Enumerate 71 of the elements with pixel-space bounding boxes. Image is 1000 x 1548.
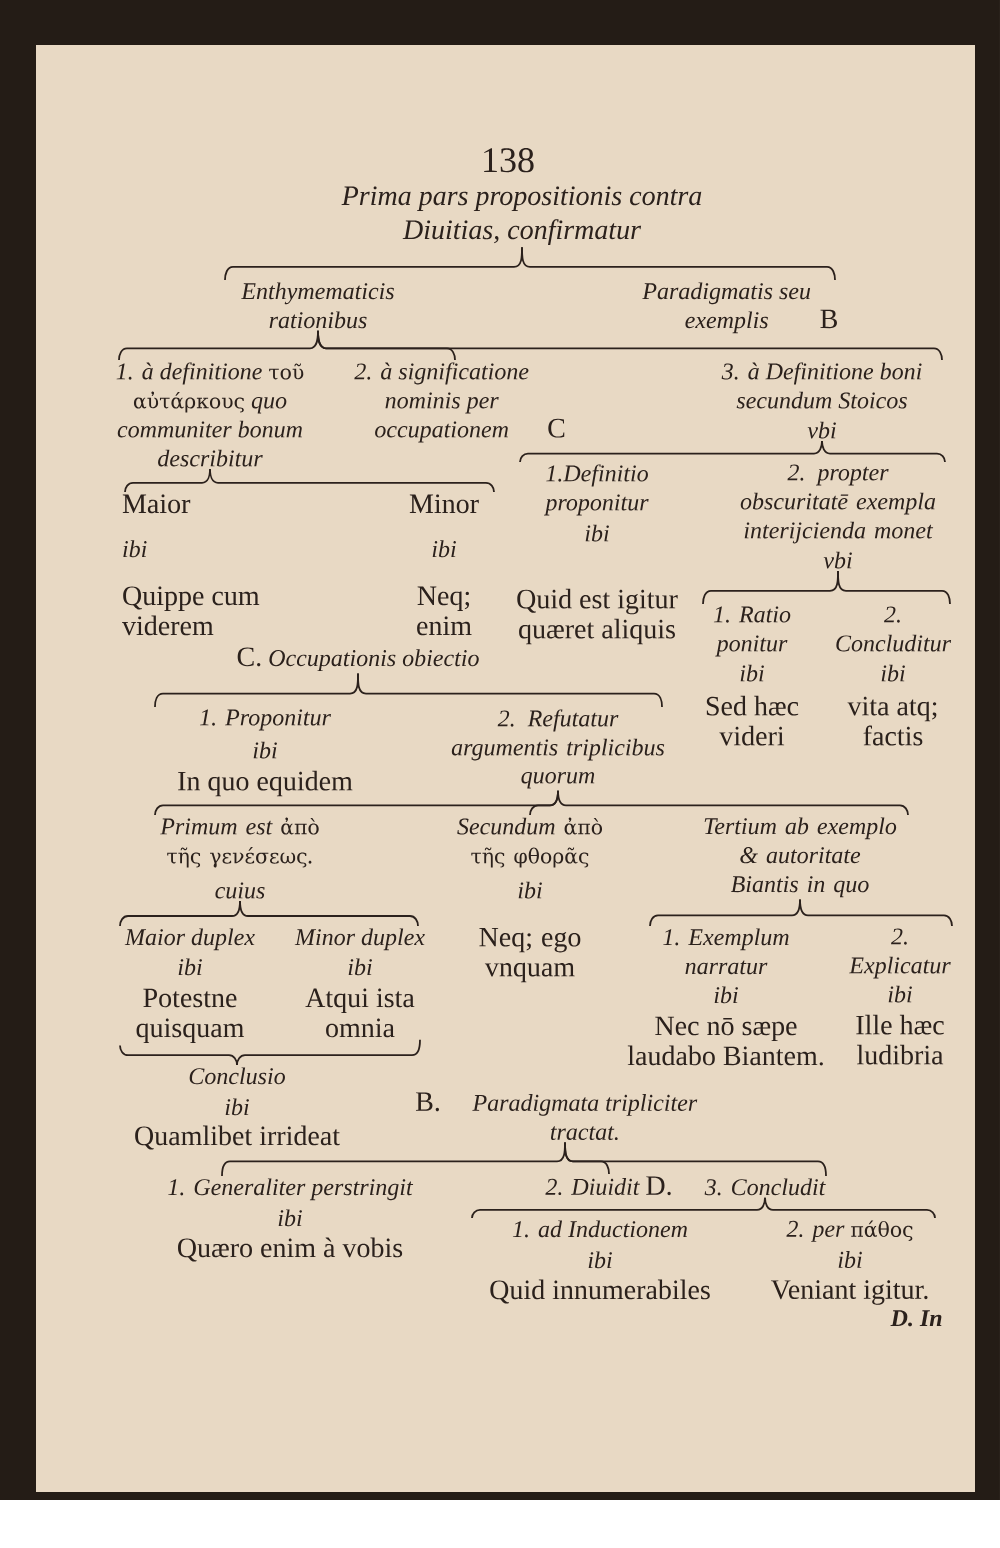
cue-word: ibi bbox=[432, 540, 456, 558]
cue-word: ibi bbox=[348, 958, 372, 976]
outline-heading: 2. à significatione nominis per occupationem bbox=[354, 362, 529, 443]
cue-word: ibi bbox=[518, 881, 542, 899]
reference-letter: C bbox=[548, 418, 565, 438]
outline-heading: 2. per πάθος bbox=[786, 1220, 913, 1242]
quotation-text: vita atq; factis bbox=[847, 696, 937, 746]
brace bbox=[357, 672, 663, 708]
cue-word: cuius bbox=[215, 882, 265, 899]
quotation-text: Veniant igitur. bbox=[771, 1280, 928, 1305]
quotation-text: Potestne quisquam bbox=[136, 988, 245, 1043]
outline-heading: 1. à definitione τοῦ αὐτάρκους quo communiter bonum describitur bbox=[116, 362, 304, 467]
cue-word: vbi bbox=[807, 421, 836, 439]
outline-heading: 1. ad Inductionem bbox=[512, 1220, 687, 1238]
outline-heading: Occupationis obiectio bbox=[269, 649, 479, 672]
quotation-text: Neq; enim bbox=[417, 586, 472, 636]
reference-letter: C. bbox=[237, 647, 261, 667]
outline-heading: Paradigmata tripliciter tractat. bbox=[472, 1094, 698, 1141]
outline-heading: Secundum ἀπὸ τῆς φθορᾶς bbox=[457, 817, 602, 868]
page-number: 138 bbox=[484, 148, 534, 173]
reference-letter: B. bbox=[416, 1092, 439, 1112]
brace bbox=[557, 789, 909, 816]
cue-word: ibi bbox=[253, 741, 277, 759]
outline-heading: 1. Proponitur bbox=[199, 709, 331, 731]
quotation-text: Maior bbox=[122, 494, 191, 514]
quotation-text: In quo equidem bbox=[178, 770, 353, 797]
quotation-text: Minor bbox=[409, 494, 479, 514]
brace bbox=[317, 329, 943, 361]
quotation-text: Quid innumerabiles bbox=[490, 1279, 710, 1304]
quotation-text: Quæro enim à vobis bbox=[178, 1237, 403, 1262]
quotation-text: Neq; ego vnquam bbox=[479, 928, 581, 983]
outline-heading: Conclusio bbox=[189, 1067, 285, 1085]
quotation-text: Ille hæc ludibria bbox=[856, 1014, 944, 1065]
brace bbox=[209, 468, 495, 493]
cue-word: ibi bbox=[881, 664, 905, 682]
outline-heading: Enthymematicis rationibus bbox=[241, 282, 394, 329]
brace bbox=[799, 898, 953, 927]
brace bbox=[239, 900, 419, 927]
brace bbox=[764, 1196, 936, 1219]
cue-word: ibi bbox=[123, 540, 147, 558]
quotation-text: Atqui ista omnia bbox=[305, 988, 415, 1038]
cue-word: ibi bbox=[714, 986, 738, 1004]
outline-heading: 3. Concludit bbox=[704, 1178, 826, 1196]
outline-heading: Maior duplex bbox=[124, 928, 255, 951]
cue-word: ibi bbox=[838, 1251, 862, 1268]
quotation-text: Nec nō sæpe laudabo Biantem. bbox=[627, 1016, 823, 1066]
reference-letter: B bbox=[820, 309, 837, 329]
heading: Prima pars propositionis contra Diuitias, confirmatur bbox=[341, 186, 702, 245]
cue-word: ibi bbox=[278, 1209, 302, 1227]
outline-heading: 2. Diuidit bbox=[545, 1178, 640, 1196]
cue-word: ibi bbox=[740, 664, 764, 682]
quotation-text: Quippe cum viderem bbox=[122, 586, 260, 636]
cue-word: ibi bbox=[588, 1251, 612, 1269]
outline-heading: Tertium ab exemplo & autoritate Biantis in quo bbox=[704, 817, 897, 898]
cue-word: ibi bbox=[585, 524, 609, 542]
quotation-text: Quamlibet irrideat bbox=[135, 1125, 340, 1150]
quotation-text: Sed hæc videri bbox=[706, 695, 799, 746]
cue-word: ibi bbox=[888, 985, 912, 1003]
cue-word: vbi bbox=[823, 551, 852, 569]
catchword: D. In bbox=[890, 1310, 942, 1327]
cue-word: quorum bbox=[521, 772, 595, 789]
outline-heading: Paradigmatis seu exemplis bbox=[642, 282, 811, 334]
outline-heading: 1. Generaliter perstringit bbox=[168, 1178, 414, 1201]
outline-heading: Primum est ἀπὸ τῆς γενέσεως. bbox=[160, 817, 319, 868]
brace bbox=[821, 440, 946, 463]
cue-word: ibi bbox=[225, 1098, 249, 1116]
brace bbox=[564, 1141, 827, 1177]
outline-heading: Minor duplex bbox=[294, 928, 425, 951]
quotation-text: Quid est igitur quæret aliquis bbox=[517, 588, 678, 645]
cue-word: ibi bbox=[178, 958, 202, 976]
reference-letter: D. bbox=[646, 1176, 671, 1196]
